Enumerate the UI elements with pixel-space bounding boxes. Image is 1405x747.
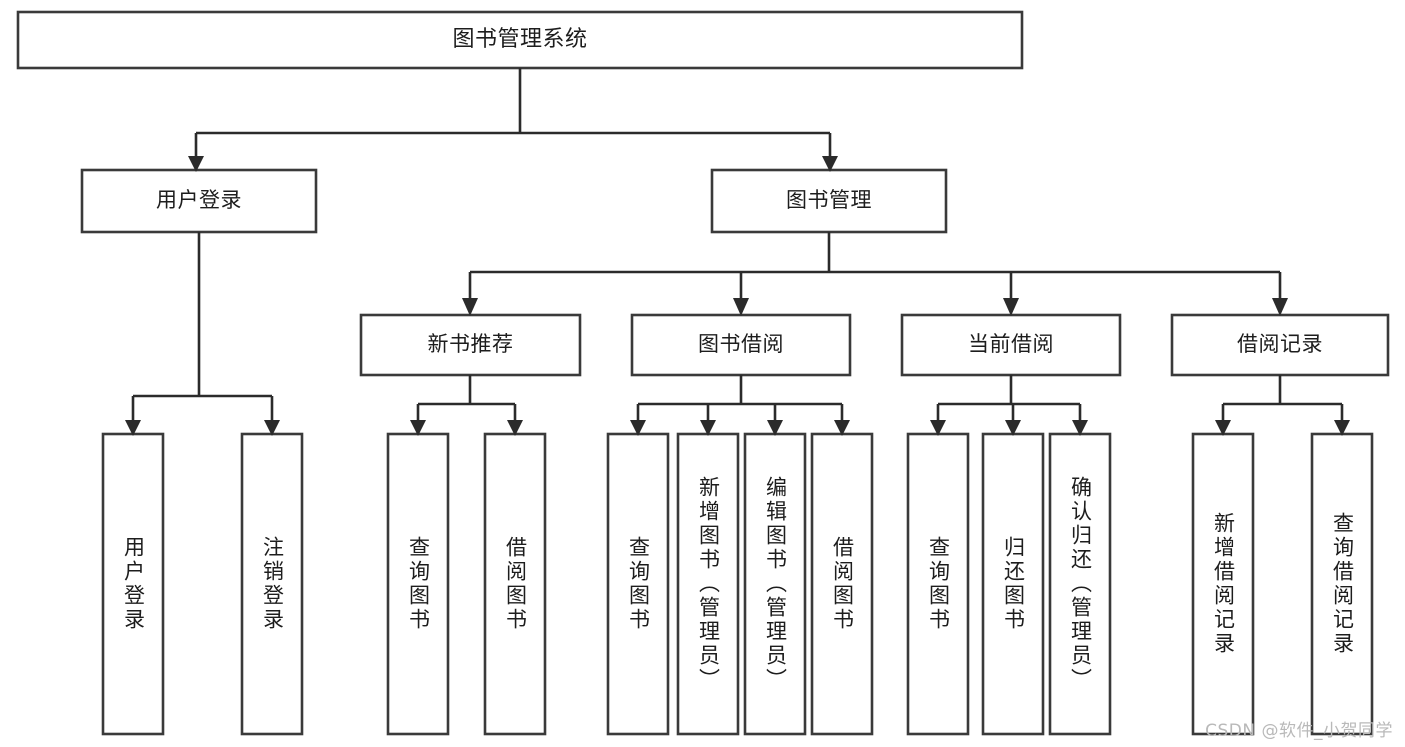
arrow-to-leaf-logout <box>264 420 280 436</box>
node-box-leaf-return-book[interactable] <box>981 432 1045 736</box>
node-box-leaf-add-borrow-record[interactable] <box>1191 432 1255 736</box>
node-box-leaf-query-book-borrow[interactable] <box>606 432 670 736</box>
connector-newbook-bus <box>416 375 515 422</box>
arrow-to-leaf-borrow-book-recommend <box>507 420 523 436</box>
node-box-leaf-add-book-admin[interactable] <box>676 432 740 736</box>
connector-records-bus <box>1221 375 1342 422</box>
arrow-to-leaf-add-borrow-record <box>1215 420 1231 436</box>
node-box-current-borrow[interactable] <box>900 313 1122 377</box>
arrow-to-book-borrow <box>733 298 749 316</box>
arrow-to-leaf-return-book <box>1005 420 1021 436</box>
connector-bookborrow-bus <box>636 375 842 422</box>
arrow-to-leaf-query-book-current <box>930 420 946 436</box>
arrow-to-current-borrow <box>1003 298 1019 316</box>
node-boxes-group <box>16 10 1390 736</box>
connector-current-bus <box>936 375 1080 422</box>
arrow-to-leaf-confirm-return-admin <box>1072 420 1088 436</box>
node-box-leaf-borrow-book[interactable] <box>810 432 874 736</box>
arrow-to-book-management <box>822 156 838 172</box>
arrow-to-leaf-borrow-book <box>834 420 850 436</box>
connector-book-mgmt-bus <box>468 232 1280 300</box>
node-box-leaf-query-borrow-record[interactable] <box>1310 432 1374 736</box>
node-box-leaf-query-book-recommend[interactable] <box>386 432 450 736</box>
node-box-book-borrow[interactable] <box>630 313 852 377</box>
node-box-root[interactable] <box>16 10 1024 70</box>
node-box-leaf-edit-book-admin[interactable] <box>743 432 807 736</box>
node-box-leaf-user-login[interactable] <box>101 432 165 736</box>
node-box-leaf-confirm-return-admin[interactable] <box>1048 432 1112 736</box>
arrow-to-leaf-query-book-recommend <box>410 420 426 436</box>
node-box-leaf-logout[interactable] <box>240 432 304 736</box>
arrow-to-new-book-recommend <box>462 298 478 316</box>
node-box-book-management[interactable] <box>710 168 948 234</box>
node-box-leaf-query-book-current[interactable] <box>906 432 970 736</box>
node-box-borrow-records[interactable] <box>1170 313 1390 377</box>
connector-user-login-bus <box>131 232 272 422</box>
arrow-to-borrow-records <box>1272 298 1288 316</box>
node-box-new-book-recommend[interactable] <box>359 313 582 377</box>
arrow-to-leaf-query-book-borrow <box>630 420 646 436</box>
node-box-user-login[interactable] <box>80 168 318 234</box>
arrow-to-leaf-edit-book-admin <box>767 420 783 436</box>
arrow-to-leaf-add-book-admin <box>700 420 716 436</box>
connectors-group <box>125 68 1350 436</box>
arrow-to-leaf-query-borrow-record <box>1334 420 1350 436</box>
arrow-to-user-login <box>188 156 204 172</box>
arrow-to-leaf-user-login <box>125 420 141 436</box>
connector-root-bus <box>194 68 830 158</box>
node-box-leaf-borrow-book-recommend[interactable] <box>483 432 547 736</box>
